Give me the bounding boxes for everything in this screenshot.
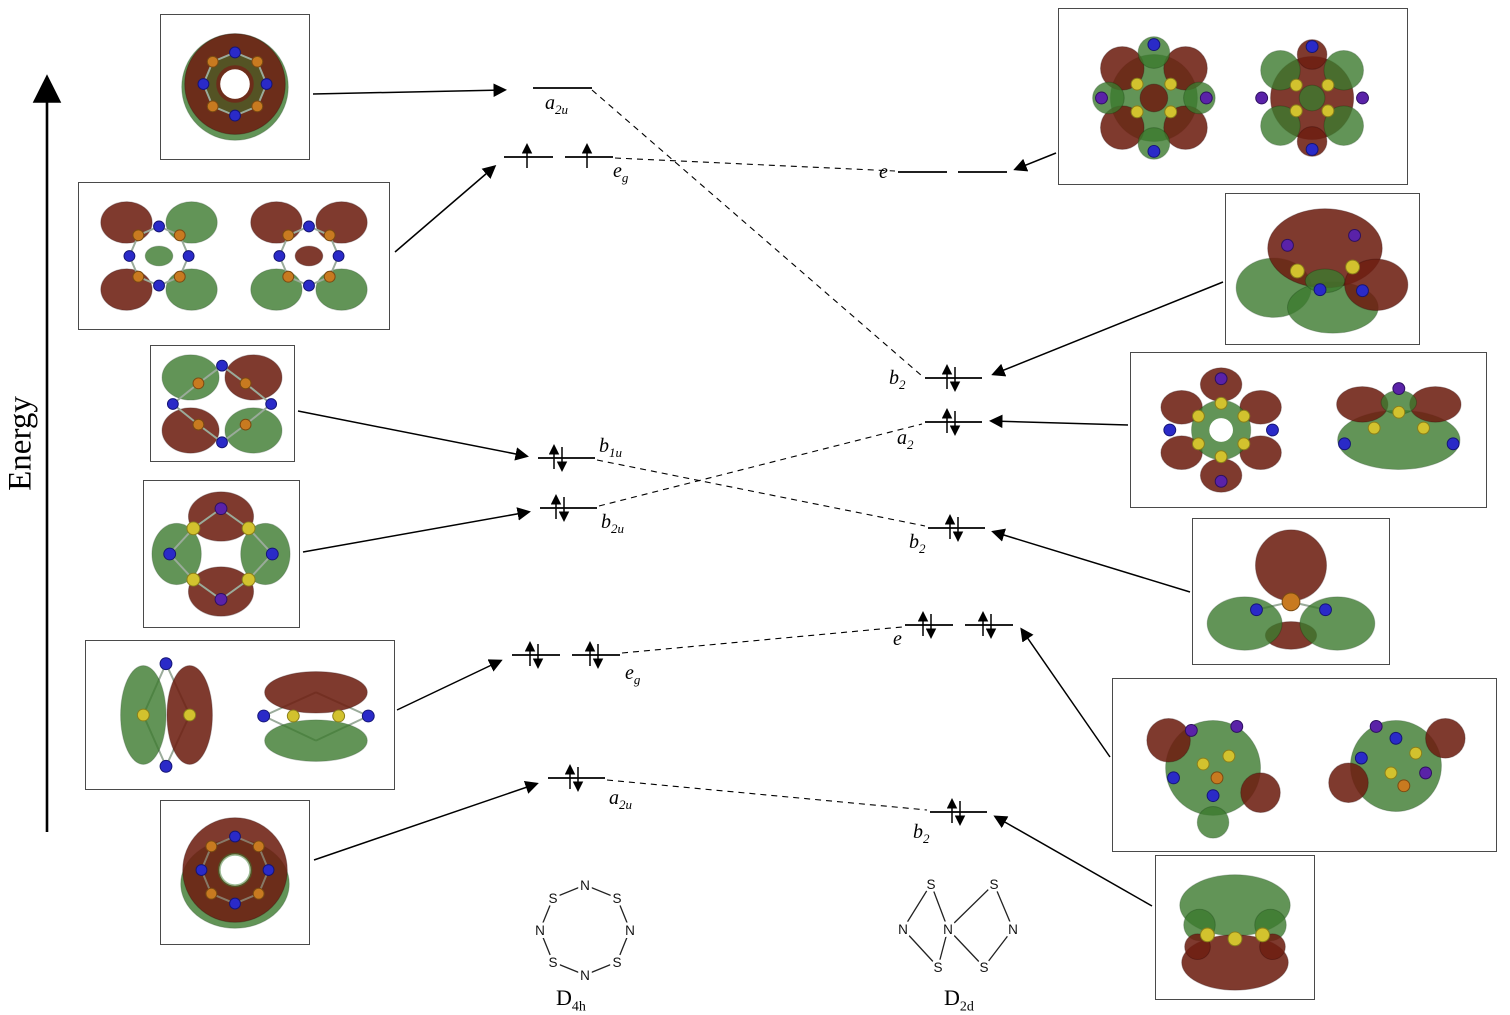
orbital-isosurface: [151, 491, 291, 617]
energy-axis-label: Energy: [2, 396, 39, 491]
correlation-eg-e-top: [614, 157, 896, 172]
orbital-box-d4h-eg-top: [78, 182, 390, 330]
assignment-arrows: [297, 83, 1224, 907]
atom-label: S: [979, 960, 988, 975]
atom-label: N: [898, 922, 908, 937]
orbital-box-d4h-a2u-top: [160, 14, 310, 160]
orbital-isosurface: [1235, 208, 1409, 334]
orbital-isosurface: [1179, 874, 1291, 991]
orbital-isosurface: [100, 201, 368, 311]
atom-label: S: [926, 877, 935, 892]
level-label-d4h-b2u: b2u: [601, 511, 624, 536]
level-label-d4h-eg-low: eg: [625, 662, 641, 687]
group-label-d2d: D2d: [944, 985, 974, 1015]
level-label-d2d-b2-mid: b2: [909, 531, 926, 556]
atom-label: S: [989, 877, 998, 892]
atom-label: N: [943, 922, 953, 937]
orbital-box-d2d-b2-mid: [1192, 518, 1390, 665]
orbital-box-d4h-b2u: [143, 480, 300, 628]
orbital-isosurface: [120, 657, 375, 773]
electron-arrows: [521, 143, 997, 826]
orbital-box-d2d-b2-upper: [1225, 193, 1420, 345]
level-label-d4h-b1u: b1u: [599, 435, 622, 460]
orbital-isosurface: [181, 33, 289, 141]
orbital-box-d2d-e-top: [1058, 8, 1408, 185]
atom-label: S: [612, 955, 621, 970]
orbital-isosurface: [1160, 367, 1462, 493]
atom-label: N: [580, 968, 590, 983]
structure-d2d-cage: S S N N N S S: [895, 874, 1021, 978]
orbital-box-d4h-b1u: [150, 345, 295, 462]
orbital-box-d2d-a2: [1130, 352, 1487, 508]
level-label-d4h-a2u-low: a2u: [609, 787, 632, 812]
d2d-levels: [898, 171, 1013, 813]
orbital-isosurface: [1146, 718, 1466, 839]
atom-label: S: [933, 960, 942, 975]
orbital-box-d2d-b2-low: [1155, 855, 1315, 1000]
level-label-d4h-eg-top: eg: [613, 160, 629, 185]
orbital-box-d2d-e-low: [1112, 678, 1497, 852]
orbital-box-d4h-a2u-low: [160, 800, 310, 945]
orbital-isosurface: [180, 817, 290, 929]
correlation-lines: [591, 89, 928, 811]
atom-label: N: [1008, 922, 1018, 937]
level-label-d2d-b2-upper: b2: [889, 367, 906, 392]
level-label-d2d-e-low: e: [893, 628, 902, 650]
atom-label: N: [535, 923, 545, 938]
orbital-box-d4h-eg-low: [85, 640, 395, 790]
level-label-d4h-a2u-top: a2u: [545, 92, 568, 117]
atom-label: S: [612, 891, 621, 906]
atom-label: S: [548, 955, 557, 970]
atom-label: S: [548, 891, 557, 906]
level-label-d2d-a2: a2: [897, 427, 914, 452]
d4h-levels: [504, 87, 620, 779]
correlation-eg-e-low: [621, 626, 903, 654]
correlation-b1u-b2: [596, 459, 926, 527]
level-label-d2d-e-top: e: [879, 161, 888, 183]
orbital-isosurface: [161, 354, 283, 454]
orbital-isosurface: [1206, 529, 1376, 651]
atom-label: N: [625, 923, 635, 938]
group-label-d4h: D4h: [556, 985, 586, 1015]
correlation-a2u-b2: [591, 89, 923, 377]
orbital-isosurface: [1092, 36, 1369, 160]
level-label-d2d-b2-low: b2: [913, 821, 930, 846]
correlation-b2u-a2: [598, 423, 923, 507]
atom-label: N: [580, 878, 590, 893]
structure-d4h-ring: N S N S N S N S: [532, 875, 638, 986]
correlation-a2u-b2-low: [606, 779, 928, 811]
